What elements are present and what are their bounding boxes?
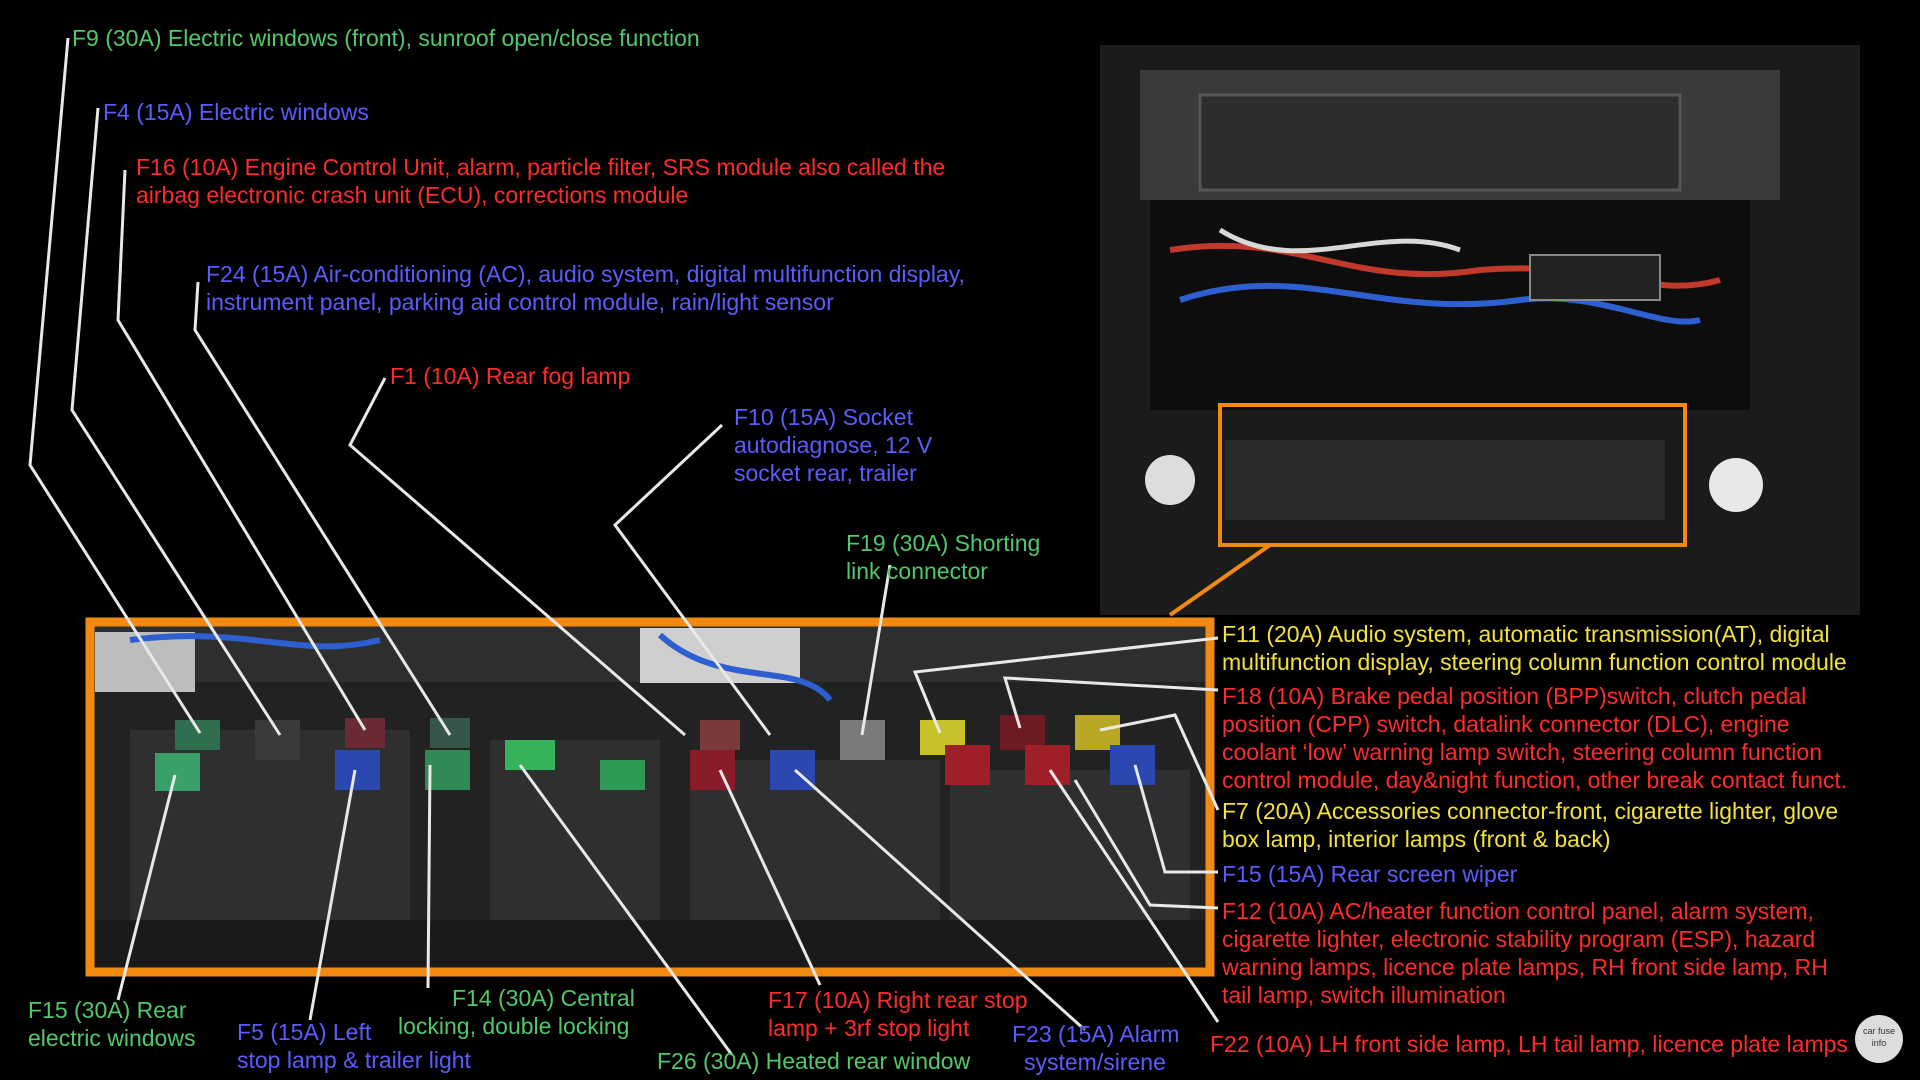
leader-lines bbox=[28, 37, 1220, 1056]
inset-wire-white bbox=[1218, 227, 1461, 254]
leader-f17 bbox=[718, 769, 822, 986]
fuse-f23 bbox=[770, 750, 815, 790]
fuse-f18 bbox=[1000, 715, 1045, 750]
label-f24: F24 (15A) Air-conditioning (AC), audio s… bbox=[206, 261, 965, 315]
leader-f7 bbox=[1099, 713, 1220, 811]
inset-knob-right bbox=[1709, 458, 1763, 512]
leader-f24 bbox=[193, 281, 452, 736]
leader-f9 bbox=[28, 37, 202, 734]
label-f15-rear-wiper: F15 (15A) Rear screen wiper bbox=[1222, 861, 1518, 887]
closeup-wire-blue-2 bbox=[657, 632, 833, 702]
leader-f19 bbox=[860, 564, 892, 736]
fuse-f15 bbox=[155, 753, 200, 791]
label-f18: F18 (10A) Brake pedal position (BPP)swit… bbox=[1222, 683, 1848, 793]
label-f15-rear-windows: F15 (30A) Rear electric windows bbox=[28, 997, 196, 1051]
leader-f15 bbox=[116, 774, 177, 1001]
closeup-wire-blue bbox=[129, 633, 381, 650]
leader-f10 bbox=[612, 423, 772, 736]
zoom-connector bbox=[1168, 543, 1272, 617]
label-f7: F7 (20A) Accessories connector-front, ci… bbox=[1222, 798, 1839, 852]
fuse-f17 bbox=[690, 750, 735, 790]
label-f1: F1 (10A) Rear fog lamp bbox=[390, 363, 631, 389]
fuse-f14 bbox=[425, 750, 470, 790]
leader-f4 bbox=[70, 107, 282, 736]
label-f22: F22 (10A) LH front side lamp, LH tail la… bbox=[1210, 1031, 1848, 1057]
label-f14: F14 (30A) Central locking, double lockin… bbox=[398, 985, 635, 1039]
leader-f14 bbox=[426, 764, 432, 989]
label-f16: F16 (10A) Engine Control Unit, alarm, pa… bbox=[136, 154, 946, 208]
label-f12: F12 (10A) AC/heater function control pan… bbox=[1222, 898, 1828, 1008]
label-f19: F19 (30A) Shorting link connector bbox=[846, 530, 1041, 584]
closeup-socket bbox=[95, 632, 195, 692]
leader-f26 bbox=[518, 764, 734, 1056]
fuse-f1 bbox=[505, 740, 555, 770]
fuse-f26 bbox=[600, 760, 645, 790]
fuse-f22 bbox=[1025, 745, 1070, 785]
inset-relay bbox=[1529, 254, 1661, 301]
fuse-f15r bbox=[1110, 745, 1155, 785]
leader-f5 bbox=[308, 769, 357, 1021]
fuse-f12 bbox=[945, 745, 990, 785]
inset-bracket bbox=[1198, 93, 1682, 192]
label-f10: F10 (15A) Socket autodiagnose, 12 V sock… bbox=[734, 404, 933, 486]
leader-f15r bbox=[1133, 764, 1218, 874]
label-f23: F23 (15A) Alarm system/sirene bbox=[1012, 1021, 1180, 1075]
label-f26: F26 (30A) Heated rear window bbox=[657, 1048, 971, 1074]
fuse-f10 bbox=[700, 720, 740, 750]
fuse-f15-top bbox=[175, 720, 220, 750]
closeup-frame bbox=[85, 617, 1215, 977]
leader-f12 bbox=[1073, 779, 1219, 910]
leader-f18 bbox=[1002, 676, 1219, 729]
inset-frame bbox=[1218, 403, 1687, 547]
inset-knob-left bbox=[1145, 455, 1195, 505]
fuse-f16 bbox=[345, 718, 385, 748]
fuse-f5 bbox=[335, 750, 380, 790]
channel-logo: car fuse info bbox=[1855, 1015, 1903, 1063]
label-f5: F5 (15A) Left stop lamp & trailer light bbox=[237, 1019, 471, 1073]
label-f17: F17 (10A) Right rear stop lamp + 3rf sto… bbox=[768, 987, 1028, 1041]
fuse-f4 bbox=[255, 720, 300, 760]
label-f4: F4 (15A) Electric windows bbox=[103, 99, 369, 125]
leader-f23 bbox=[793, 768, 1087, 1032]
leader-f1 bbox=[348, 377, 686, 737]
leader-f22 bbox=[1048, 769, 1220, 1023]
inset-fuse-row bbox=[1225, 440, 1665, 520]
label-f11: F11 (20A) Audio system, automatic transm… bbox=[1222, 621, 1847, 675]
leader-f11 bbox=[912, 636, 1219, 734]
fuse-f7 bbox=[1075, 715, 1120, 750]
leader-f16 bbox=[116, 169, 367, 731]
label-f9: F9 (30A) Electric windows (front), sunro… bbox=[72, 25, 700, 51]
inset-wire-blue bbox=[1179, 282, 1701, 325]
